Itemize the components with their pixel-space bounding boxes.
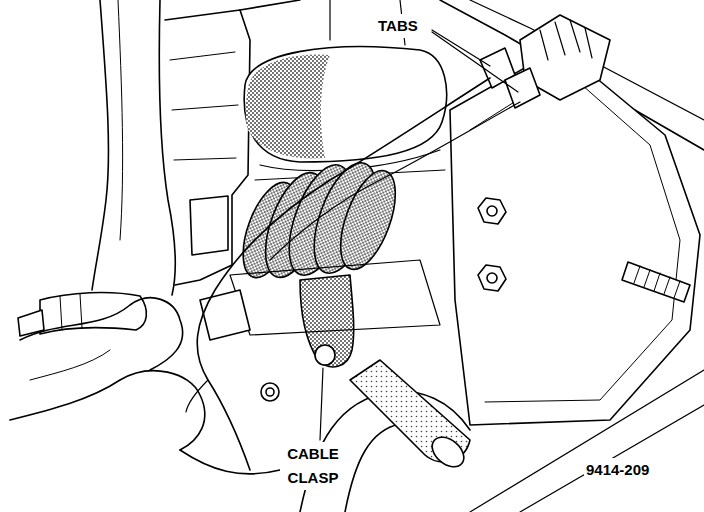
engine-part xyxy=(10,371,205,450)
leader-line xyxy=(320,30,518,440)
pipe xyxy=(426,431,469,473)
bolt xyxy=(478,198,506,224)
bolt xyxy=(478,265,506,291)
engine-part xyxy=(200,290,250,340)
boot xyxy=(300,275,354,367)
pipe xyxy=(470,370,704,512)
bracket xyxy=(470,70,680,402)
part-label: TABS xyxy=(376,14,420,38)
bracket xyxy=(450,48,700,425)
bolt xyxy=(261,383,279,401)
engine-block xyxy=(190,196,228,255)
engine-block xyxy=(240,0,300,10)
stud xyxy=(622,262,690,302)
bolt xyxy=(266,388,274,396)
boot xyxy=(230,260,440,335)
hose xyxy=(159,0,175,295)
bolt xyxy=(487,273,497,283)
hose xyxy=(18,0,175,336)
leader-line xyxy=(320,368,323,440)
housing xyxy=(246,54,330,158)
hose xyxy=(118,0,123,240)
boot xyxy=(230,155,440,367)
leader-line xyxy=(432,30,490,66)
bracket xyxy=(440,0,704,425)
engine-part xyxy=(30,350,110,380)
figure-number: 9414-209 xyxy=(584,458,651,482)
cable xyxy=(186,380,208,412)
engine-block xyxy=(170,52,238,160)
leader-line xyxy=(432,32,518,92)
bracket xyxy=(505,68,540,108)
cable xyxy=(270,102,520,260)
hose xyxy=(92,0,108,290)
bracket xyxy=(540,20,592,60)
bolt xyxy=(487,206,497,216)
engine-part xyxy=(10,290,280,474)
engine-block xyxy=(165,10,250,285)
part-label: CABLE CLASP xyxy=(280,442,346,490)
housing xyxy=(244,47,446,180)
boot xyxy=(330,164,407,277)
pipe xyxy=(300,360,704,512)
housing xyxy=(244,47,446,162)
engine-part xyxy=(180,450,280,474)
cable xyxy=(186,78,520,470)
cable xyxy=(197,78,490,470)
stud xyxy=(622,262,690,302)
pipe xyxy=(345,424,400,512)
stud xyxy=(634,266,680,298)
engine-part xyxy=(20,298,183,370)
boot xyxy=(315,345,335,365)
